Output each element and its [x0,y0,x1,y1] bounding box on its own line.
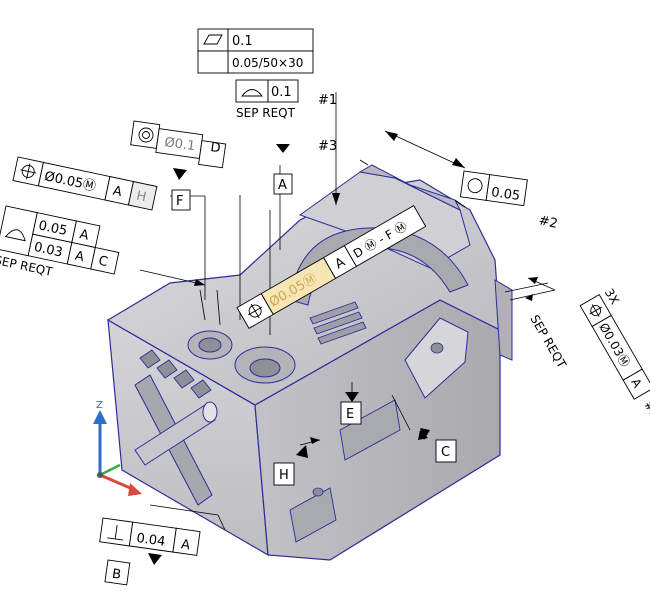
profile-tolerance: 0.1 [271,85,292,100]
concentricity-tolerance: Ø0.1 [163,135,196,154]
fcf-circularity [459,170,528,207]
x-axis-arrow-icon [128,483,142,496]
counterbore-holes [187,330,296,384]
note-2: #2 [537,213,559,232]
fcf-concentricity [130,120,227,169]
note-3-right: #3 [641,398,650,420]
note-3-top: #3 [318,139,337,154]
datum-c-triangle [420,428,430,440]
flatness-icon [203,34,223,45]
right-fin [494,279,513,361]
datum-h-box [273,462,295,486]
note-1: #1 [318,93,337,108]
profile-surface-icon [241,89,263,97]
concentricity-icon [138,127,154,143]
datum-h-triangle [296,445,308,458]
leader-lines [139,92,556,531]
datum-b-label: B [111,567,122,583]
datum-f-label: F [176,194,183,209]
datum-b-box [104,559,131,586]
profile-left-r2-datum-2: C [97,254,109,271]
axis-triad [93,410,142,496]
datum-a-box [273,173,293,195]
sep-reqt-right: SEP REQT [527,313,569,372]
side-tab [404,317,469,399]
datum-e-label: E [346,407,354,422]
bottom-tolerance: 0.04 [135,531,166,550]
fcf-highlight [236,204,427,330]
profile-left-r1-tolerance: 0.05 [37,218,68,239]
perpendicularity-icon [114,524,118,539]
position-left-datum-2: H [135,189,148,206]
position-left-datum-1: A [111,184,123,201]
datum-f-box [171,189,191,211]
fcf-position-left [12,156,158,211]
left-face-pockets [139,349,212,399]
fcf-position-right [579,294,650,400]
datum-c-box [435,439,457,463]
z-axis-arrow-icon [93,410,107,424]
fcf-profile-left [0,205,120,275]
leader-arrows [194,131,538,444]
z-axis-label: Z [96,400,103,411]
machined-part [106,164,513,561]
datum-f-triangle [173,168,187,180]
concentricity-datum: D [209,140,221,156]
datum-b-triangle [148,553,162,565]
datum-e-triangle [345,392,359,402]
sep-reqt-top: SEP REQT [236,106,296,120]
circularity-tolerance: 0.05 [490,185,521,204]
position-right-count: 3X [602,286,622,307]
datum-e-box [340,401,362,425]
profile-left-r2-tolerance: 0.03 [32,240,63,261]
flatness-tolerance: 0.1 [232,34,253,49]
fcf-bottom [99,517,201,556]
front-steps [289,399,401,543]
profile-left-icon [4,229,26,242]
profile-left-r2-datum-1: A [74,249,86,266]
datum-h-label: H [279,468,289,483]
circularity-icon [467,178,483,194]
cylinder-pin [134,404,216,466]
datum-a-triangle [276,144,290,153]
finger-slots [309,301,367,345]
bottom-datum: A [180,537,191,553]
profile-left-r1-datum: A [78,227,90,244]
datum-c-label: C [441,445,450,460]
datum-a-label: A [278,178,287,193]
flatness-unit-basis: 0.05/50×30 [232,56,303,70]
fcf-top-profile [235,79,299,103]
fcf-top-flatness [197,28,314,74]
